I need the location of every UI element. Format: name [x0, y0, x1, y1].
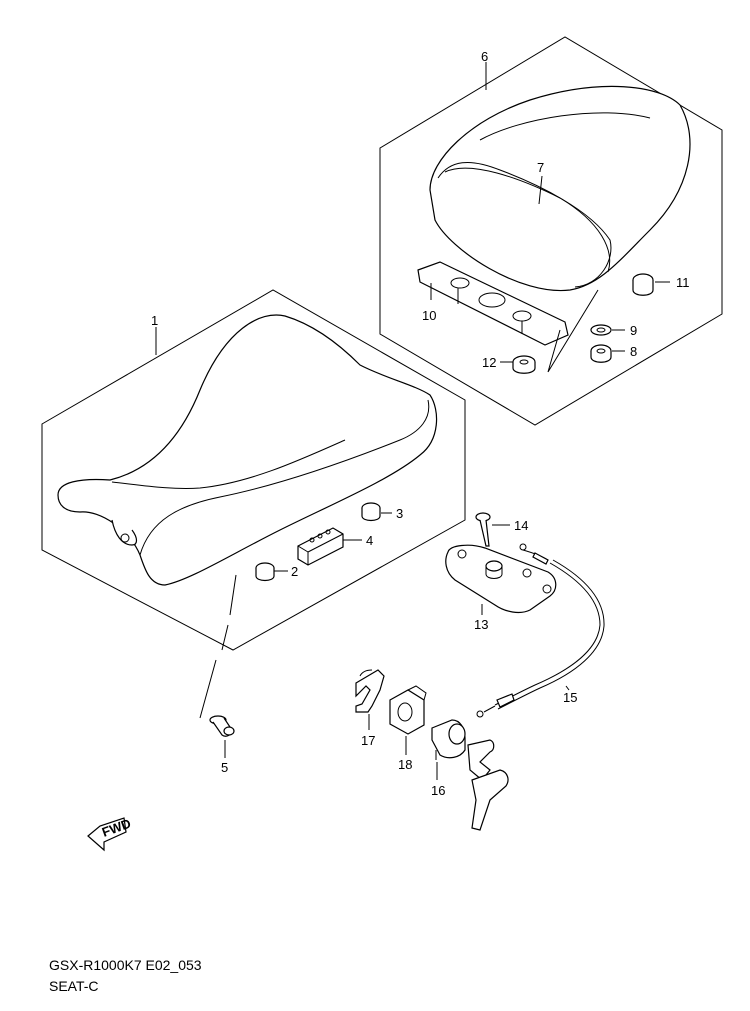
callout-10: 10 [422, 308, 436, 323]
grommet-part-12 [512, 355, 536, 374]
seat-lock-cable-part-15 [476, 543, 605, 718]
callout-2: 2 [291, 564, 298, 579]
rear-seat-base-plate-part-10 [417, 261, 569, 346]
callout-11: 11 [676, 275, 690, 290]
callout-13: 13 [474, 617, 488, 632]
callout-4: 4 [366, 533, 373, 548]
callout-1: 1 [151, 313, 158, 328]
model-code-caption: GSX-R1000K7 E02_053 [49, 957, 202, 973]
seat-lock-part-13 [445, 544, 557, 614]
leader-15 [565, 685, 570, 691]
rear-seat-cushion-part-7 [429, 85, 691, 292]
callout-16: 16 [431, 783, 445, 798]
callout-5: 5 [221, 760, 228, 775]
forward-direction-arrow-icon: FWD [87, 816, 133, 852]
front-seat-group-box [41, 289, 466, 651]
callout-9: 9 [630, 323, 637, 338]
rear-seat-group-box [379, 36, 723, 426]
dash-guide-1 [229, 574, 237, 616]
bolt-part-5 [209, 715, 235, 737]
callout-18: 18 [398, 757, 412, 772]
bracket-guide-lines [547, 289, 599, 373]
screw-part-14 [475, 512, 491, 547]
key-lock-part-16 [431, 719, 509, 831]
front-seat-part-1 [57, 314, 438, 586]
leader-7 [538, 175, 543, 205]
washer-part-9 [590, 324, 612, 336]
rubber-block-part-4 [297, 527, 344, 566]
callout-6: 6 [481, 49, 488, 64]
callout-14: 14 [514, 518, 528, 533]
callout-17: 17 [361, 733, 375, 748]
dash-guide-2 [221, 624, 229, 651]
nut-part-8 [590, 344, 612, 363]
callout-7: 7 [537, 160, 544, 175]
cushion-rubber-part-2 [255, 562, 275, 582]
lock-plate-part-18 [389, 685, 427, 735]
callout-3: 3 [396, 506, 403, 521]
cushion-rubber-part-3 [361, 502, 381, 522]
callout-15: 15 [563, 690, 577, 705]
section-caption: SEAT-C [49, 978, 99, 994]
dash-guide-3 [199, 659, 217, 719]
callout-8: 8 [630, 344, 637, 359]
callout-12: 12 [482, 355, 496, 370]
cushion-rubber-part-11 [632, 273, 654, 296]
holder-part-17 [355, 669, 385, 713]
